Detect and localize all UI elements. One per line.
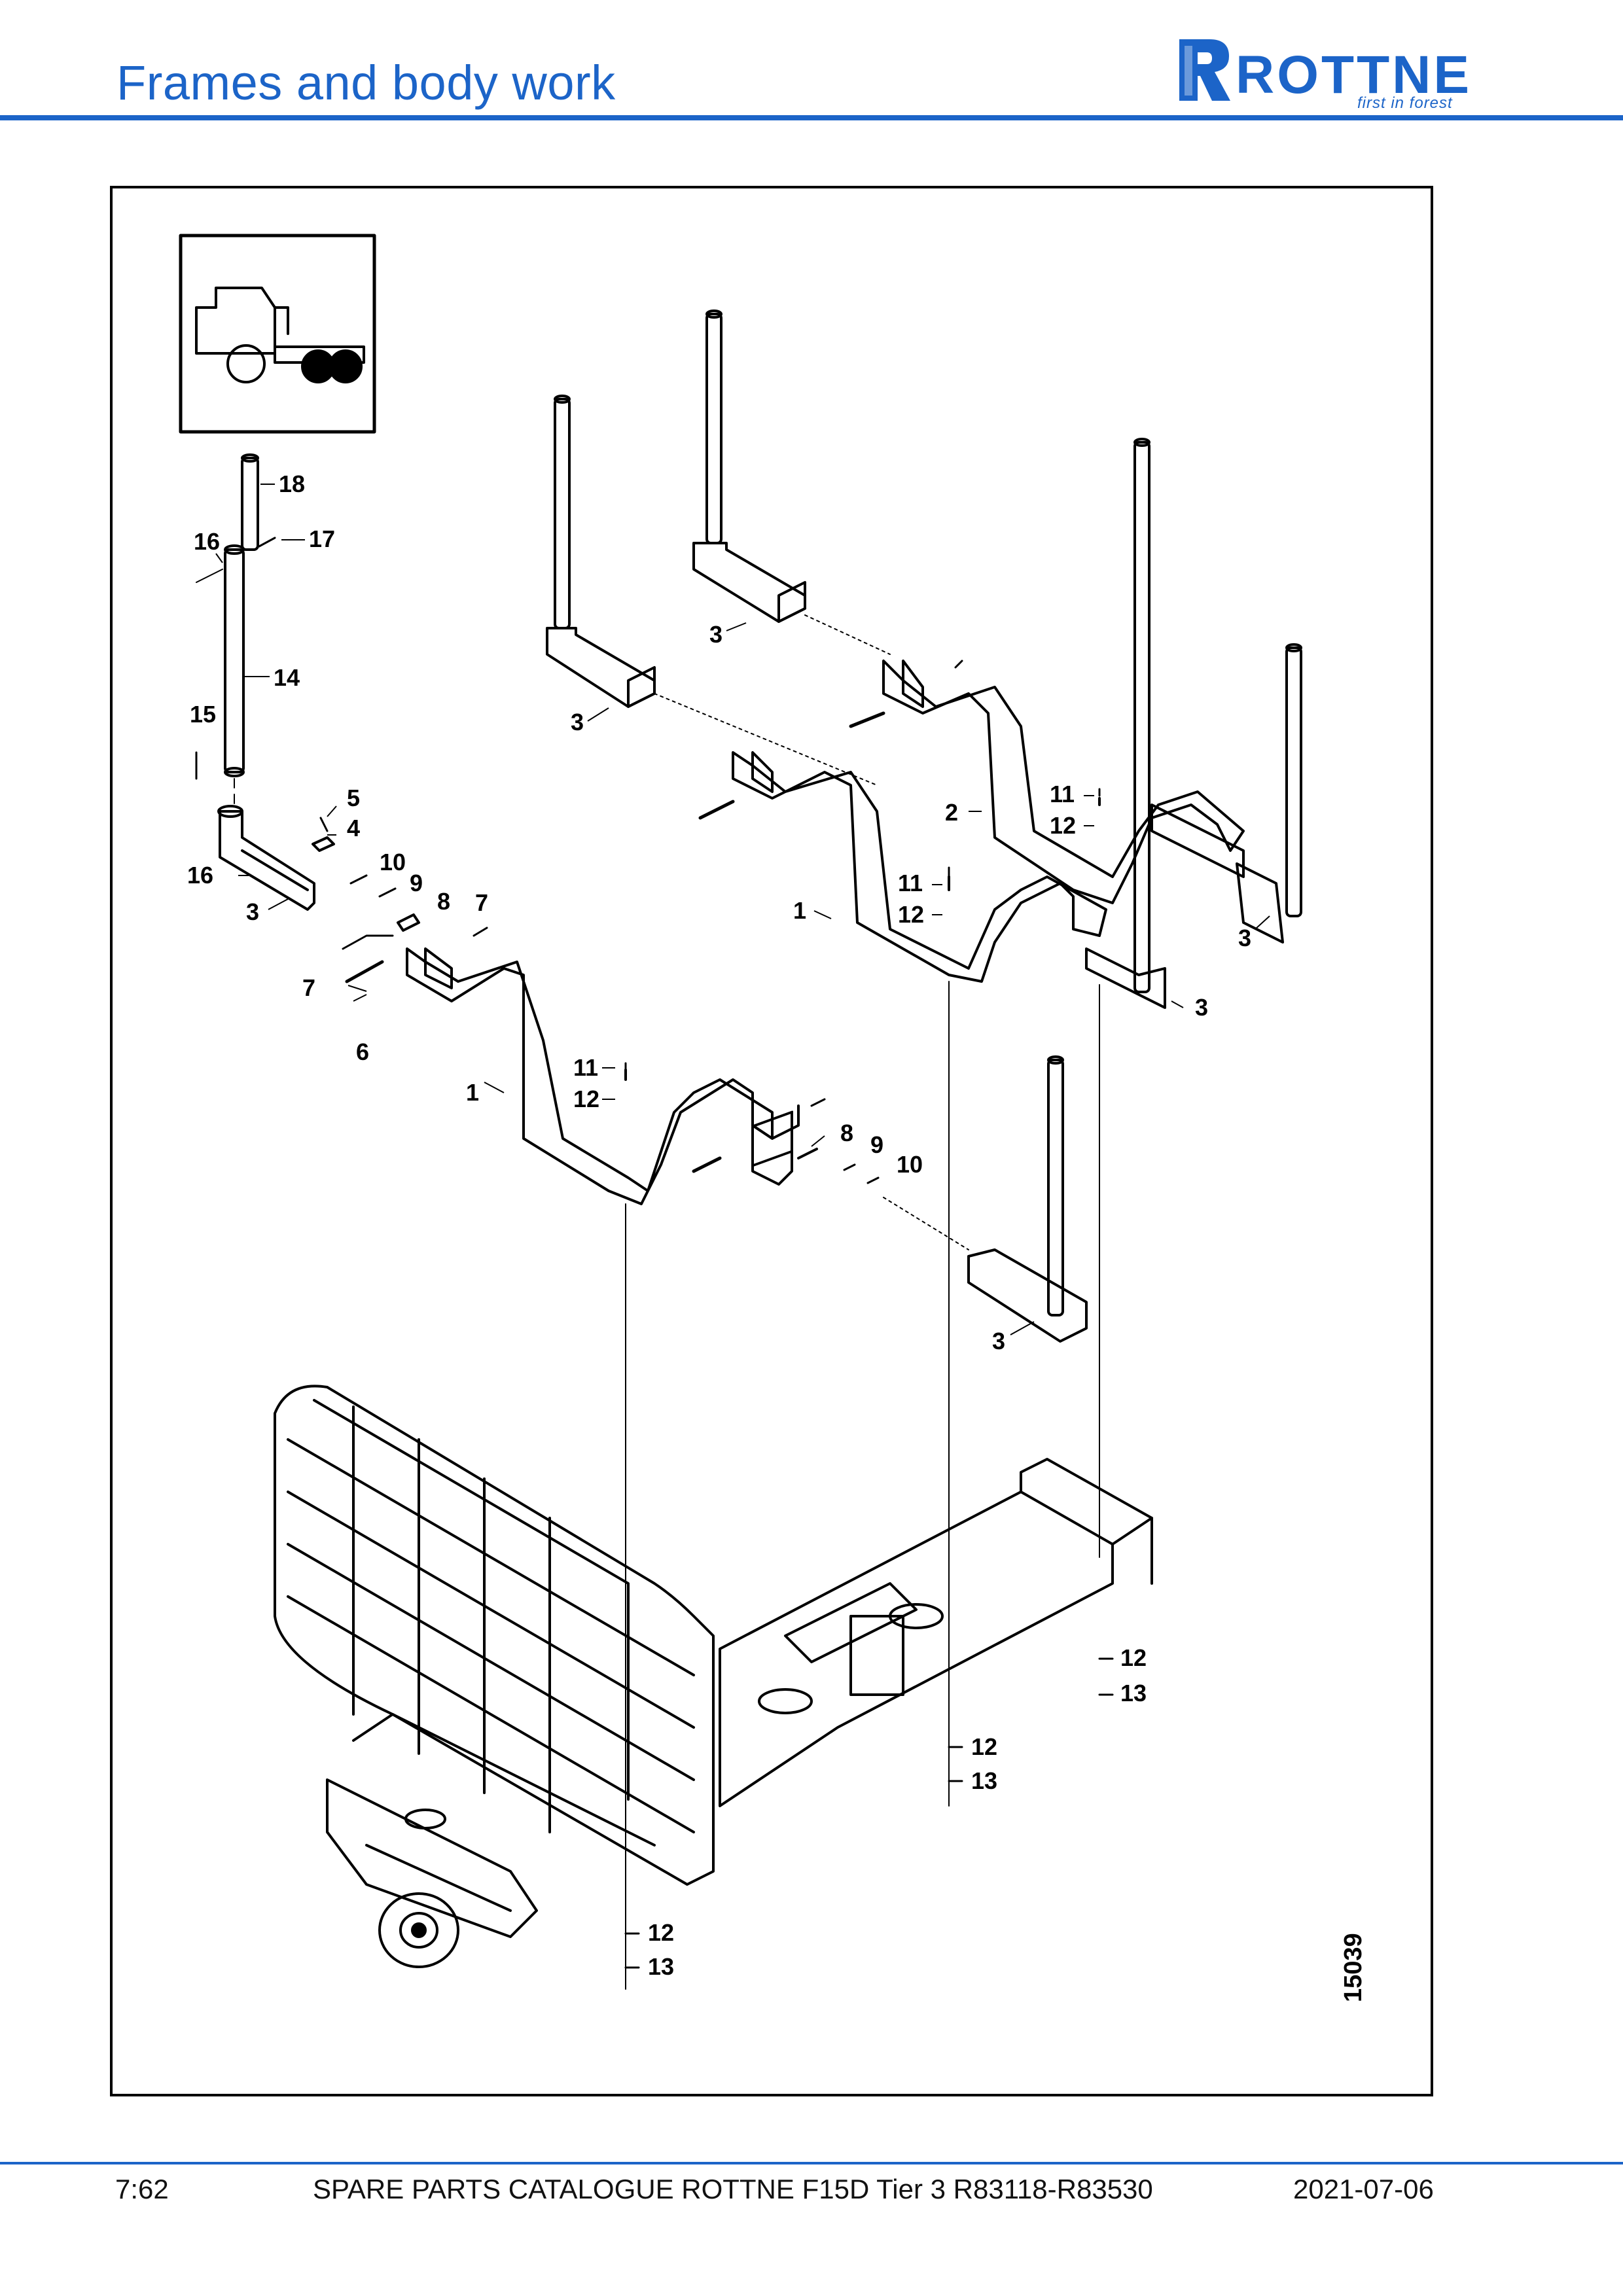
callout-10: 10 [897, 1151, 923, 1178]
callout-12: 12 [1050, 812, 1076, 839]
rottne-logo-mark-icon [1179, 39, 1230, 101]
stake-bracket-upper-left [546, 395, 878, 786]
callout-6: 6 [356, 1038, 369, 1065]
catalogue-title: SPARE PARTS CATALOGUE ROTTNE F15D Tier 3… [313, 2174, 1153, 2204]
rear-bolster [698, 751, 1107, 983]
callout-9: 9 [870, 1131, 883, 1158]
page-title: Frames and body work [116, 56, 616, 110]
callout-4: 4 [347, 815, 360, 841]
callout-3: 3 [1195, 994, 1208, 1021]
rottne-logo: ROTTNE first in forest [1171, 30, 1512, 112]
callout-7: 7 [475, 889, 488, 916]
stake-bracket-upper-right [692, 309, 891, 655]
callout-8: 8 [840, 1120, 853, 1146]
callout-14: 14 [274, 664, 300, 691]
page-number: 7:62 [115, 2174, 169, 2204]
header-divider [0, 115, 1623, 120]
catalogue-date: 2021-07-06 [1293, 2174, 1434, 2204]
callout-13: 13 [648, 1953, 674, 1980]
left-stake-assembly [195, 453, 488, 983]
callout-3: 3 [571, 709, 584, 735]
front-bolster [406, 947, 880, 1205]
exploded-view-frame [110, 186, 1433, 2096]
callout-16: 16 [187, 862, 213, 889]
callout-3: 3 [246, 898, 259, 925]
callout-11: 11 [1050, 781, 1075, 807]
callout-3: 3 [1238, 925, 1251, 951]
callout-18: 18 [279, 470, 305, 497]
callout-1: 1 [466, 1079, 479, 1106]
machine-thumbnail-icon [179, 234, 376, 434]
callout-7: 7 [302, 974, 315, 1001]
callout-15: 15 [190, 701, 216, 728]
callout-16: 16 [194, 528, 220, 555]
callout-2: 2 [945, 799, 958, 826]
callout-12: 12 [648, 1919, 674, 1946]
callout-8: 8 [437, 888, 450, 915]
callout-3: 3 [992, 1328, 1005, 1354]
stake-bracket-lower-right [883, 1055, 1088, 1343]
callout-5: 5 [347, 785, 360, 811]
callout-12: 12 [971, 1733, 997, 1760]
callout-12: 12 [898, 901, 924, 928]
callout-10: 10 [380, 849, 406, 875]
callout-11: 11 [573, 1054, 598, 1081]
stake-bracket-right-pair [1085, 438, 1302, 1558]
callout-1: 1 [793, 897, 806, 924]
figure-number: 15039 [1340, 1933, 1367, 2002]
chassis-frame [274, 1385, 1153, 1968]
footer-divider [0, 2162, 1623, 2164]
callout-13: 13 [971, 1767, 997, 1794]
callout-12: 12 [573, 1086, 599, 1112]
callout-3: 3 [709, 621, 722, 648]
callout-11: 11 [898, 870, 923, 896]
callout-13: 13 [1120, 1680, 1147, 1706]
back-bolster [849, 660, 1245, 904]
logo-tagline: first in forest [1357, 94, 1453, 112]
logo-wordmark: ROTTNE [1236, 45, 1472, 105]
callout-17: 17 [309, 525, 335, 552]
callout-9: 9 [410, 870, 423, 896]
callout-12: 12 [1120, 1644, 1147, 1671]
